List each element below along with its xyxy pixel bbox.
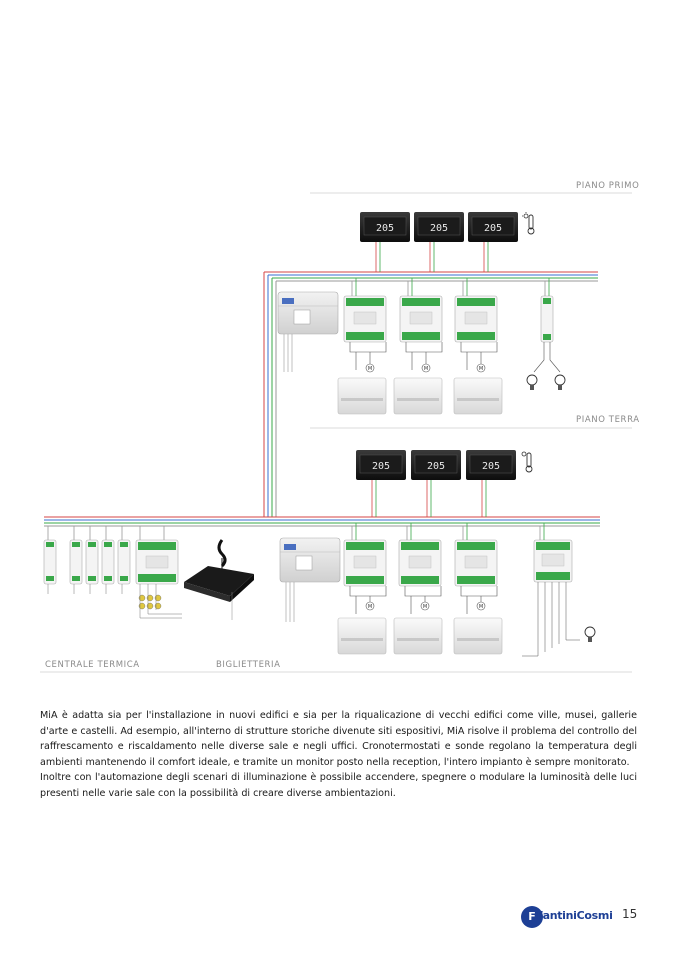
ground-floor-lighting	[522, 582, 596, 657]
system-diagram: 205 205 205	[40, 192, 632, 673]
ground-floor-io-modules	[343, 523, 573, 587]
svg-text:M: M	[479, 604, 483, 610]
thermostat: 205	[414, 212, 464, 242]
label-ground-floor: PIANO TERRA	[576, 415, 640, 425]
first-floor-thermostats: 205 205 205	[360, 212, 535, 272]
first-floor-controller	[277, 291, 339, 372]
svg-text:205: 205	[484, 223, 502, 234]
first-floor-bus	[263, 271, 598, 517]
body-text: MiA è adatta sia per l'installazione in …	[40, 708, 637, 801]
svg-text:205: 205	[482, 461, 500, 472]
paragraph: Inoltre con l'automazione degli scenari …	[40, 772, 637, 799]
label-thermal-plant: CENTRALE TERMICA	[45, 660, 140, 670]
svg-text:205: 205	[376, 223, 394, 234]
svg-text:205: 205	[427, 461, 445, 472]
thermostat: 205	[468, 212, 518, 242]
thermostat: 205	[356, 450, 406, 480]
ground-floor-bus	[44, 516, 600, 527]
logo-mark: F	[521, 906, 543, 928]
svg-text:M: M	[368, 366, 372, 372]
lightbulb-icon	[584, 626, 596, 642]
ground-floor-controller	[279, 537, 341, 622]
paragraph: MiA è adatta sia per l'installazione in …	[40, 710, 637, 768]
svg-text:205: 205	[372, 461, 390, 472]
lightbulb-icon	[554, 374, 566, 390]
reception-monitor	[184, 539, 254, 620]
svg-text:M: M	[479, 366, 483, 372]
thermostat: 205	[466, 450, 516, 480]
label-first-floor: PIANO PRIMO	[576, 181, 640, 191]
first-floor-lamps	[526, 342, 566, 390]
thermostat: 205	[411, 450, 461, 480]
first-floor-io-modules	[343, 278, 554, 343]
thermal-plant-modules	[43, 526, 182, 619]
ground-floor-thermostats: 205 205 205	[356, 450, 533, 517]
label-ticket-office: BIGLIETTERIA	[216, 660, 281, 670]
ground-floor-fan-coils: M M M	[337, 586, 503, 655]
svg-text:M: M	[368, 604, 372, 610]
thermostat: 205	[360, 212, 410, 242]
svg-text:205: 205	[430, 223, 448, 234]
svg-text:M: M	[424, 366, 428, 372]
temperature-sensor-icon	[522, 212, 535, 235]
logo-wordmark: FantiniCosmi	[536, 909, 613, 922]
first-floor-fan-coils: M M M	[337, 342, 503, 415]
page-number: 15	[622, 907, 638, 921]
temperature-sensor-icon	[521, 451, 533, 473]
lightbulb-icon	[526, 374, 538, 390]
svg-text:M: M	[423, 604, 427, 610]
